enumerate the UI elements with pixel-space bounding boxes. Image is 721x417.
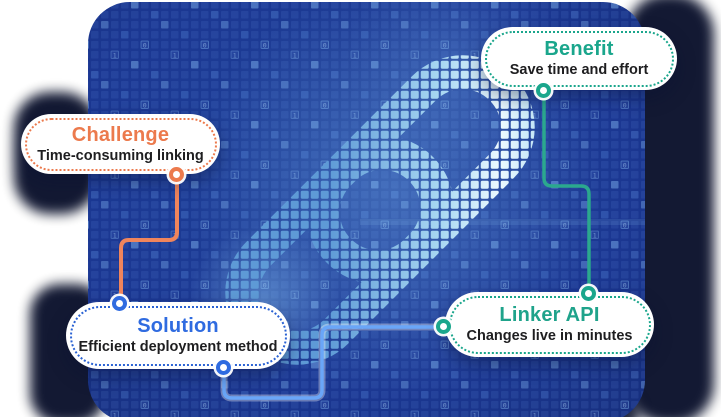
node-dot-solution-bottom bbox=[216, 360, 231, 375]
callout-benefit-subtitle: Save time and effort bbox=[509, 62, 649, 79]
node-dot-linker-top bbox=[581, 286, 596, 301]
node-dot-solution-top bbox=[112, 296, 127, 311]
node-dot-challenge bbox=[169, 167, 184, 182]
callout-benefit-title: Benefit bbox=[544, 38, 614, 61]
callout-challenge-title: Challenge bbox=[71, 123, 170, 146]
node-dot-linker-left bbox=[436, 319, 451, 334]
connector-lines bbox=[119, 91, 591, 402]
callout-solution-subtitle: Efficient deployment method bbox=[78, 339, 278, 356]
callout-linker-api-subtitle: Changes live in minutes bbox=[466, 328, 633, 345]
node-dot-benefit bbox=[536, 83, 551, 98]
callout-solution: Solution Efficient deployment method bbox=[66, 302, 290, 369]
light-streak bbox=[360, 219, 645, 225]
callout-challenge-subtitle: Time-consuming linking bbox=[37, 147, 204, 164]
callout-challenge: Challenge Time-consuming linking bbox=[21, 114, 220, 174]
callout-linker-api-title: Linker API bbox=[499, 304, 600, 327]
connector-solution-to-linker bbox=[222, 325, 444, 400]
connector-challenge-to-solution bbox=[119, 171, 179, 304]
callout-linker-api: Linker API Changes live in minutes bbox=[445, 292, 654, 357]
connector-benefit-to-linker bbox=[542, 91, 591, 294]
callout-benefit: Benefit Save time and effort bbox=[481, 27, 677, 90]
callout-solution-title: Solution bbox=[137, 315, 219, 338]
